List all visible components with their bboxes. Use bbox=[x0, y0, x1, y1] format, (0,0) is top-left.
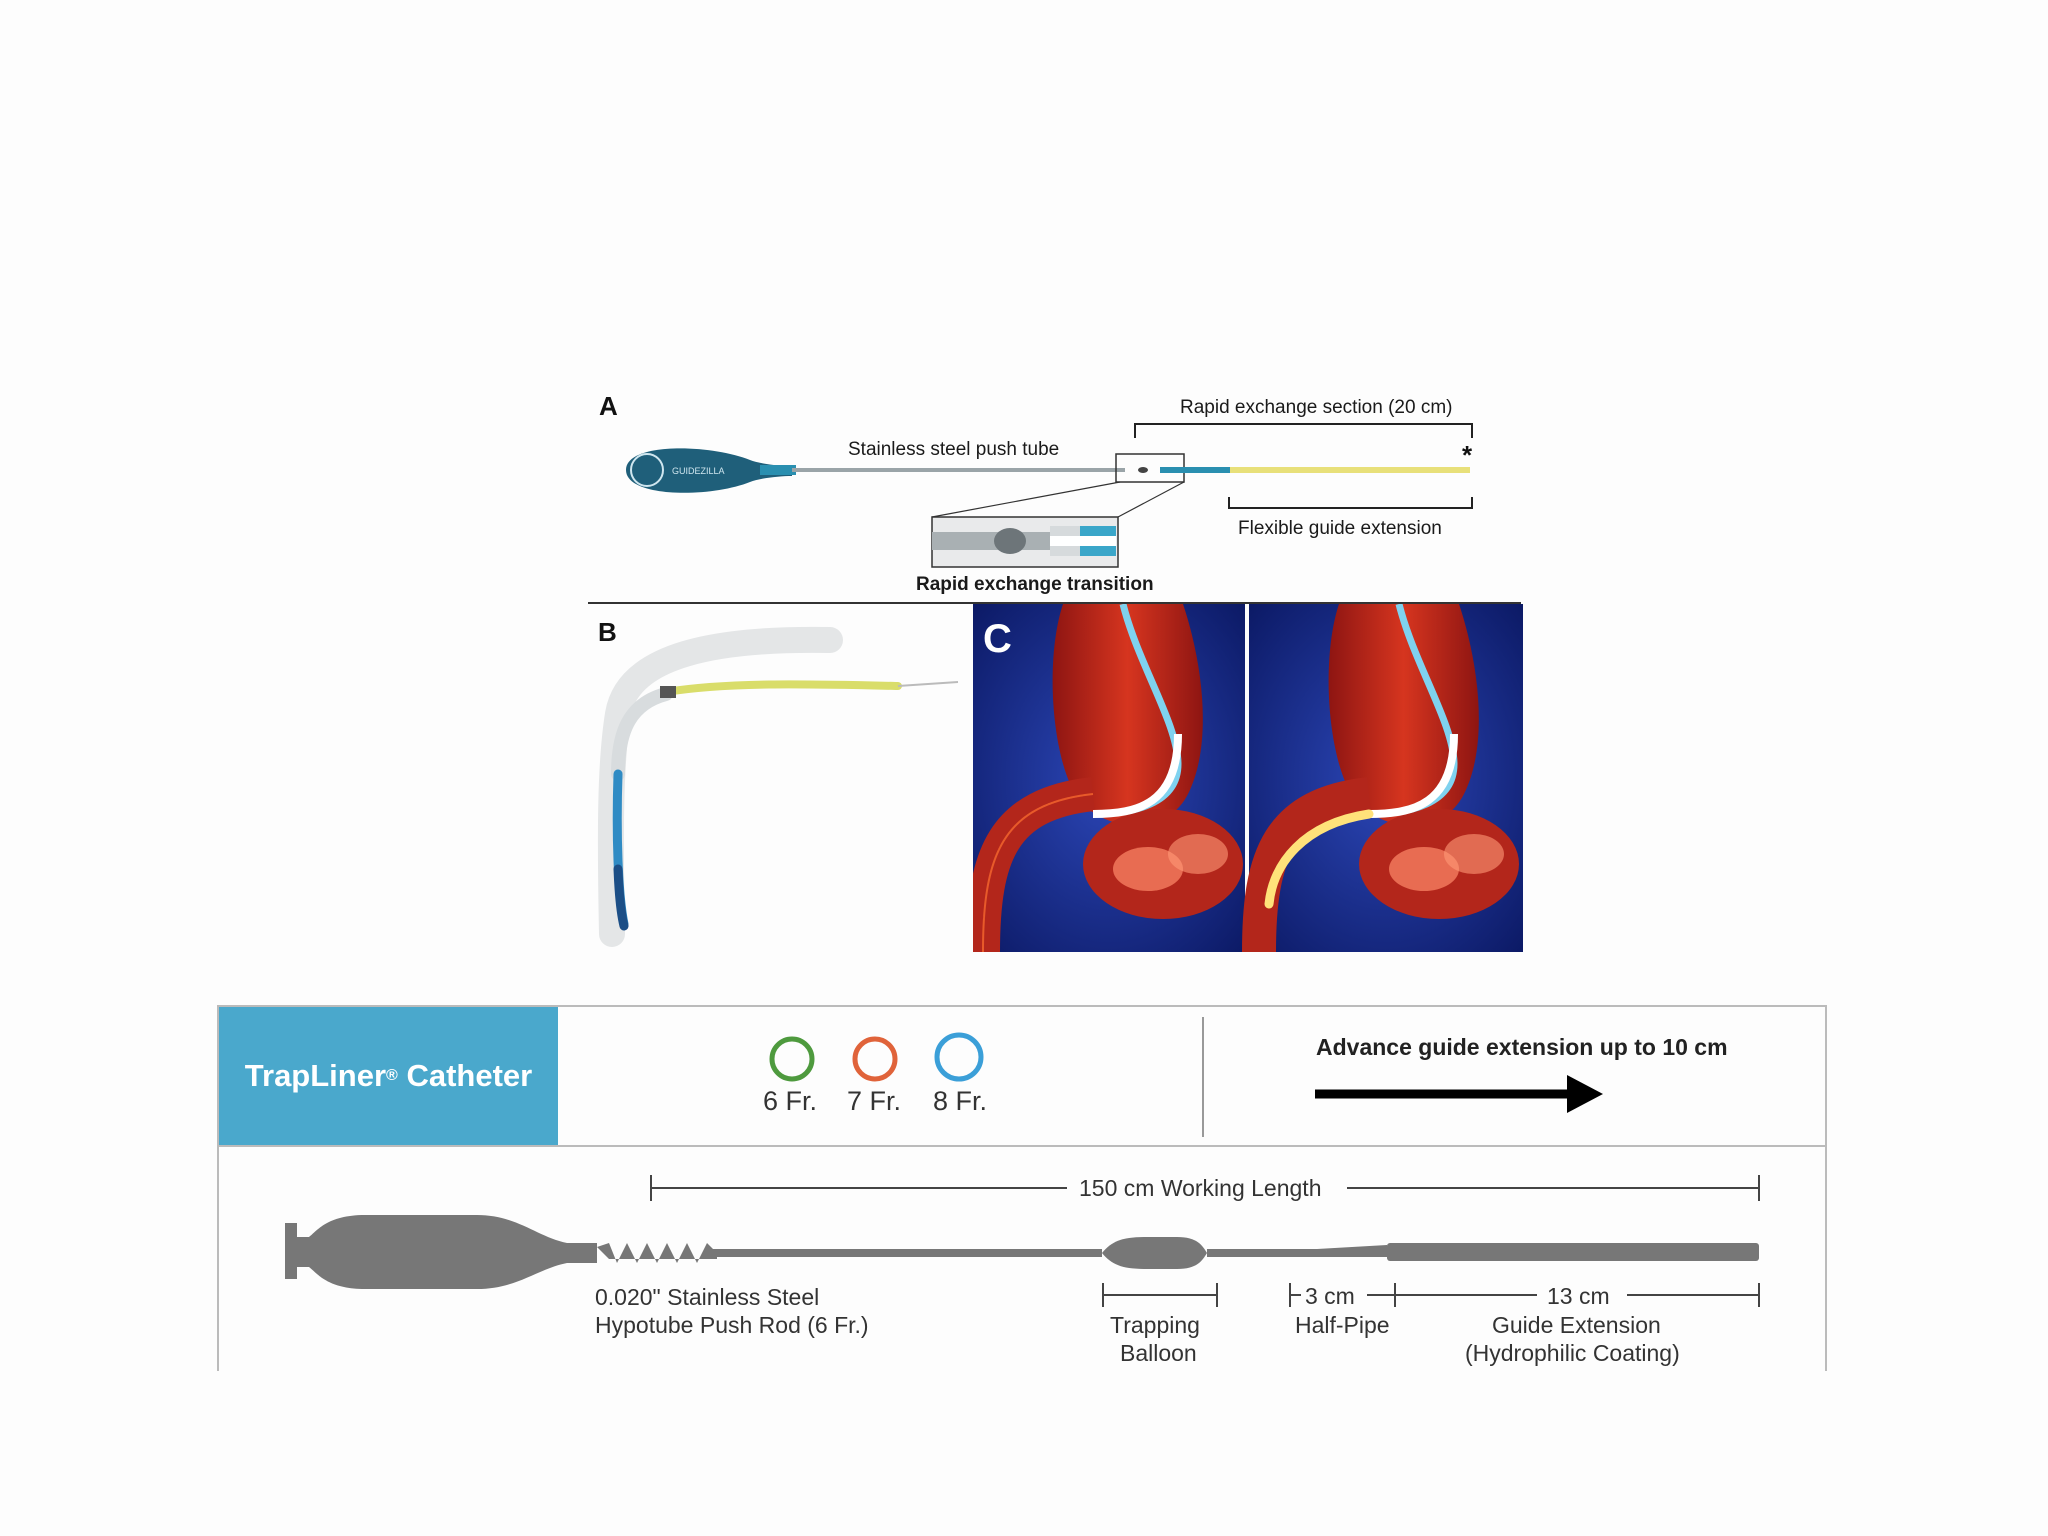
catheter-hub: GUIDEZILLA bbox=[626, 448, 796, 493]
extension-label-2: (Hydrophilic Coating) bbox=[1465, 1340, 1680, 1366]
push-rod-label-2: Hypotube Push Rod (6 Fr.) bbox=[595, 1312, 869, 1338]
extension-dimension bbox=[1395, 1283, 1760, 1307]
heart-view-left bbox=[973, 604, 1245, 952]
transition-label: Rapid exchange transition bbox=[916, 574, 1154, 595]
extension-length: 13 cm bbox=[1547, 1283, 1610, 1309]
size-7fr-label: 7 Fr. bbox=[847, 1086, 901, 1116]
balloon-dimension bbox=[1102, 1283, 1218, 1307]
size-6fr-label: 6 Fr. bbox=[763, 1086, 817, 1116]
size-7fr: 7 Fr. bbox=[847, 1036, 901, 1116]
flexible-label: Flexible guide extension bbox=[1238, 518, 1442, 539]
trapliner-title: TrapLiner bbox=[244, 1058, 387, 1093]
push-rod-label-1: 0.020" Stainless Steel bbox=[595, 1284, 819, 1310]
balloon-label-2: Balloon bbox=[1120, 1340, 1197, 1366]
panel-a-letter: A bbox=[599, 391, 618, 421]
flexible-bracket bbox=[1228, 497, 1473, 509]
panel-c-letter: C bbox=[983, 617, 1012, 661]
trapliner-device bbox=[285, 1215, 1759, 1289]
trapliner-title-box: TrapLiner® Catheter bbox=[219, 1007, 558, 1145]
rx-section-label: Rapid exchange section (20 cm) bbox=[1180, 397, 1452, 418]
hub-brand: GUIDEZILLA bbox=[672, 466, 725, 476]
transition-inset bbox=[931, 516, 1119, 568]
heart-view-right bbox=[1242, 604, 1523, 952]
panel-divider bbox=[588, 602, 1521, 604]
balloon-label-1: Trapping bbox=[1110, 1312, 1200, 1338]
push-tube-label: Stainless steel push tube bbox=[848, 439, 1059, 460]
extension-tip bbox=[662, 680, 902, 696]
ring-6fr-icon bbox=[769, 1036, 815, 1082]
ring-8fr-icon bbox=[934, 1032, 984, 1082]
asterisk: * bbox=[1462, 440, 1473, 470]
halfpipe-length: 3 cm bbox=[1305, 1283, 1355, 1309]
panel-b: B bbox=[597, 617, 959, 947]
rx-section-bracket bbox=[1134, 423, 1473, 438]
header-divider bbox=[219, 1145, 1825, 1147]
halfpipe-label: Half-Pipe bbox=[1295, 1312, 1390, 1338]
trapliner-reg: ® bbox=[386, 1067, 398, 1084]
panel-a: A GUIDEZILLA Stainless steel push tube *… bbox=[599, 391, 1473, 595]
size-6fr: 6 Fr. bbox=[763, 1036, 817, 1116]
trapliner-drawing: 6 Fr. 7 Fr. 8 Fr. Advance guide extensio… bbox=[285, 1032, 1760, 1366]
trapliner-panel: TrapLiner® Catheter bbox=[217, 1005, 1827, 1371]
extension-in-vessel bbox=[1264, 809, 1374, 909]
panel-c: C bbox=[973, 604, 1523, 952]
panel-b-letter: B bbox=[598, 617, 617, 647]
advance-arrow-icon bbox=[1315, 1075, 1603, 1113]
working-length-label: 150 cm Working Length bbox=[1079, 1175, 1322, 1201]
working-length-dimension bbox=[650, 1175, 1760, 1201]
size-8fr-label: 8 Fr. bbox=[933, 1086, 987, 1116]
ring-7fr-icon bbox=[852, 1036, 898, 1082]
trapliner-title-suffix: Catheter bbox=[397, 1058, 533, 1093]
vertical-divider bbox=[1202, 1017, 1204, 1137]
size-8fr: 8 Fr. bbox=[933, 1032, 987, 1116]
extension-label-1: Guide Extension bbox=[1492, 1312, 1661, 1338]
advance-label: Advance guide extension up to 10 cm bbox=[1316, 1034, 1728, 1060]
